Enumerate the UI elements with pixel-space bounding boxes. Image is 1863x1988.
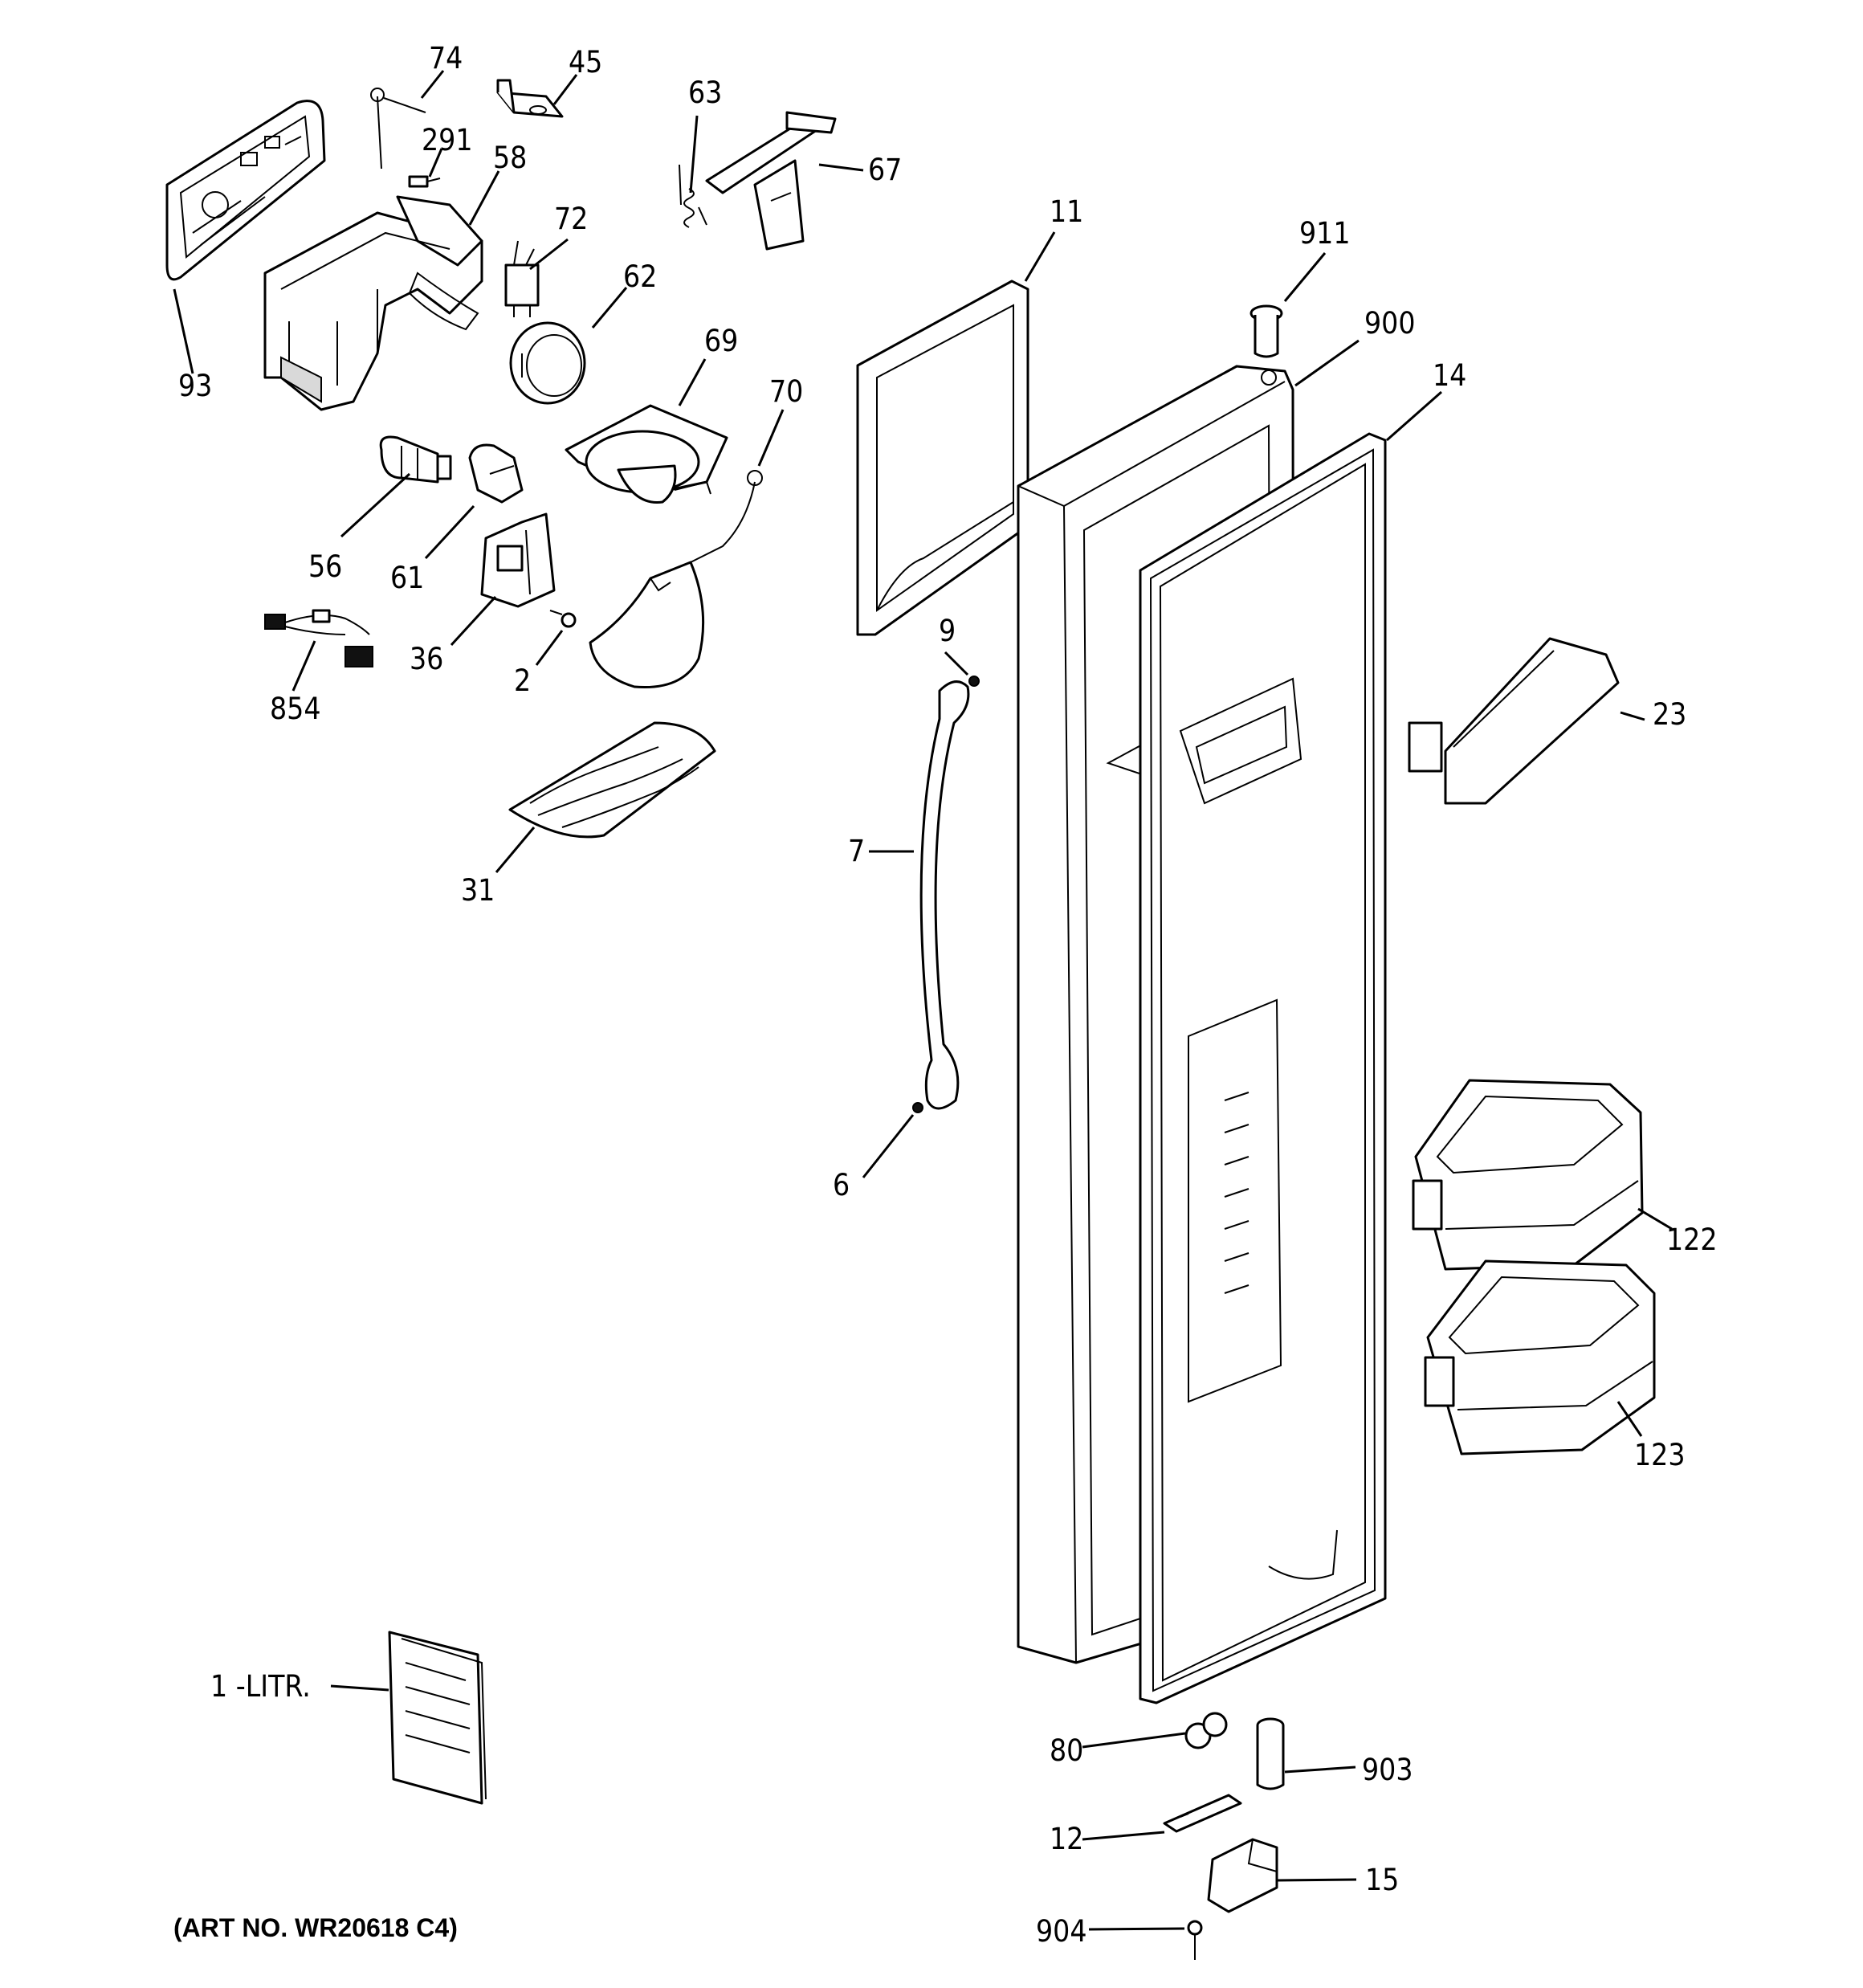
- part-122-door-bin: [1412, 1079, 1644, 1271]
- callout-14: 14: [1433, 358, 1466, 393]
- callout-854: 854: [270, 692, 321, 726]
- callout-904: 904: [1036, 1914, 1087, 1949]
- part-9-screw: [968, 676, 980, 687]
- callout-70: 70: [769, 374, 803, 409]
- part-14-door-gasket: [1139, 432, 1387, 1704]
- part-80-bushing: [1184, 1712, 1228, 1749]
- part-45-bracket: [496, 79, 564, 118]
- callout-911: 911: [1299, 216, 1351, 251]
- callout-1-litr: 1 -LITR.: [210, 1669, 311, 1704]
- callout-62: 62: [623, 259, 657, 294]
- part-291-screw: [408, 175, 441, 188]
- part-15-hinge: [1207, 1838, 1278, 1913]
- callout-67: 67: [868, 153, 902, 187]
- callout-56: 56: [308, 549, 342, 584]
- callout-6: 6: [833, 1168, 850, 1202]
- part-61-fitting: [468, 443, 524, 504]
- leader-lines: [173, 70, 1673, 1931]
- part-12-shim: [1163, 1794, 1242, 1833]
- part-67-actuator-rod: [705, 111, 837, 251]
- part-69-chute-bracket: [565, 404, 728, 504]
- callout-122: 122: [1666, 1223, 1718, 1257]
- part-123-door-bin: [1424, 1259, 1656, 1455]
- callout-36: 36: [410, 642, 443, 676]
- callout-2: 2: [514, 663, 531, 698]
- part-72-switch: [504, 240, 540, 317]
- part-31-drip-tray: [508, 721, 716, 839]
- callout-80: 80: [1050, 1733, 1083, 1768]
- callout-61: 61: [390, 561, 424, 595]
- callout-23: 23: [1653, 697, 1686, 732]
- callout-291: 291: [422, 123, 473, 157]
- callout-labels: 74 45 63 291 58 67 72 11 911 62 900 69 1…: [173, 41, 1718, 1949]
- callout-63: 63: [688, 76, 722, 110]
- part-70-door-flap: [589, 470, 763, 689]
- part-58-dispenser-housing: [263, 195, 483, 411]
- part-903-hinge-pin: [1256, 1717, 1285, 1790]
- callout-45: 45: [569, 45, 602, 80]
- part-56-motor: [379, 435, 452, 484]
- callout-11: 11: [1050, 194, 1083, 229]
- callout-900: 900: [1364, 306, 1416, 341]
- callout-74: 74: [429, 41, 463, 76]
- part-93-control-board: [165, 100, 326, 281]
- part-7-handle: [919, 680, 970, 1110]
- part-11-dispenser-frame: [856, 280, 1029, 636]
- callout-123: 123: [1634, 1438, 1686, 1472]
- part-911-bushing: [1249, 304, 1283, 358]
- callout-72: 72: [554, 202, 588, 236]
- callout-12: 12: [1050, 1822, 1083, 1856]
- callout-903: 903: [1362, 1753, 1413, 1787]
- callout-58: 58: [493, 141, 527, 175]
- callout-7: 7: [848, 834, 865, 868]
- part-904-screw: [1187, 1920, 1203, 1960]
- callout-15: 15: [1365, 1863, 1399, 1897]
- part-23-door-bin: [1408, 637, 1620, 805]
- part-1-literature-booklet: [388, 1631, 487, 1805]
- callout-69: 69: [704, 324, 738, 358]
- callout-9: 9: [939, 614, 956, 648]
- part-36-bracket: [480, 512, 556, 608]
- part-6-screw: [912, 1102, 923, 1113]
- part-2-screw: [549, 610, 577, 628]
- callout-31: 31: [461, 873, 495, 908]
- part-74-spring: [370, 88, 426, 169]
- part-63-spring: [679, 164, 707, 228]
- shelf-clips: [1224, 1092, 1249, 1294]
- part-854-wire-harness: [264, 609, 373, 667]
- part-62-ring: [509, 321, 586, 405]
- callout-93: 93: [178, 369, 212, 403]
- art-number: (ART NO. WR20618 C4): [173, 1913, 458, 1942]
